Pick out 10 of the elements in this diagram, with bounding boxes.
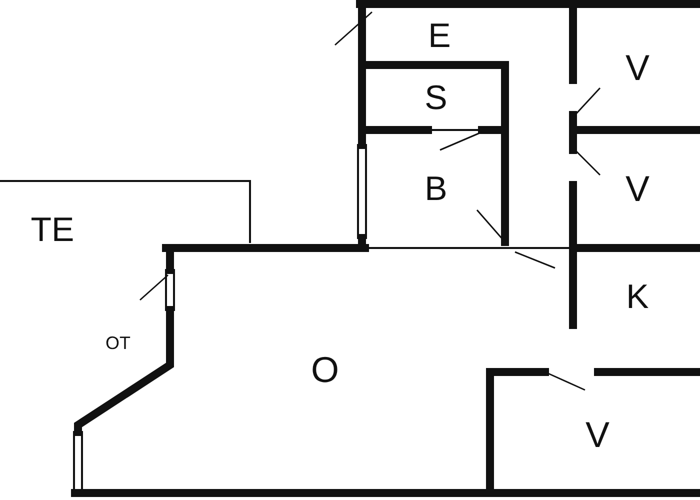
room: V: [580, 135, 695, 243]
room: OT: [92, 330, 144, 356]
room: V: [500, 385, 695, 485]
room: S: [372, 70, 500, 126]
room: V: [580, 10, 695, 125]
room: TE: [5, 195, 100, 265]
room: B: [372, 135, 500, 243]
room: K: [580, 255, 695, 340]
room: O: [260, 330, 390, 410]
room: E: [372, 10, 507, 62]
